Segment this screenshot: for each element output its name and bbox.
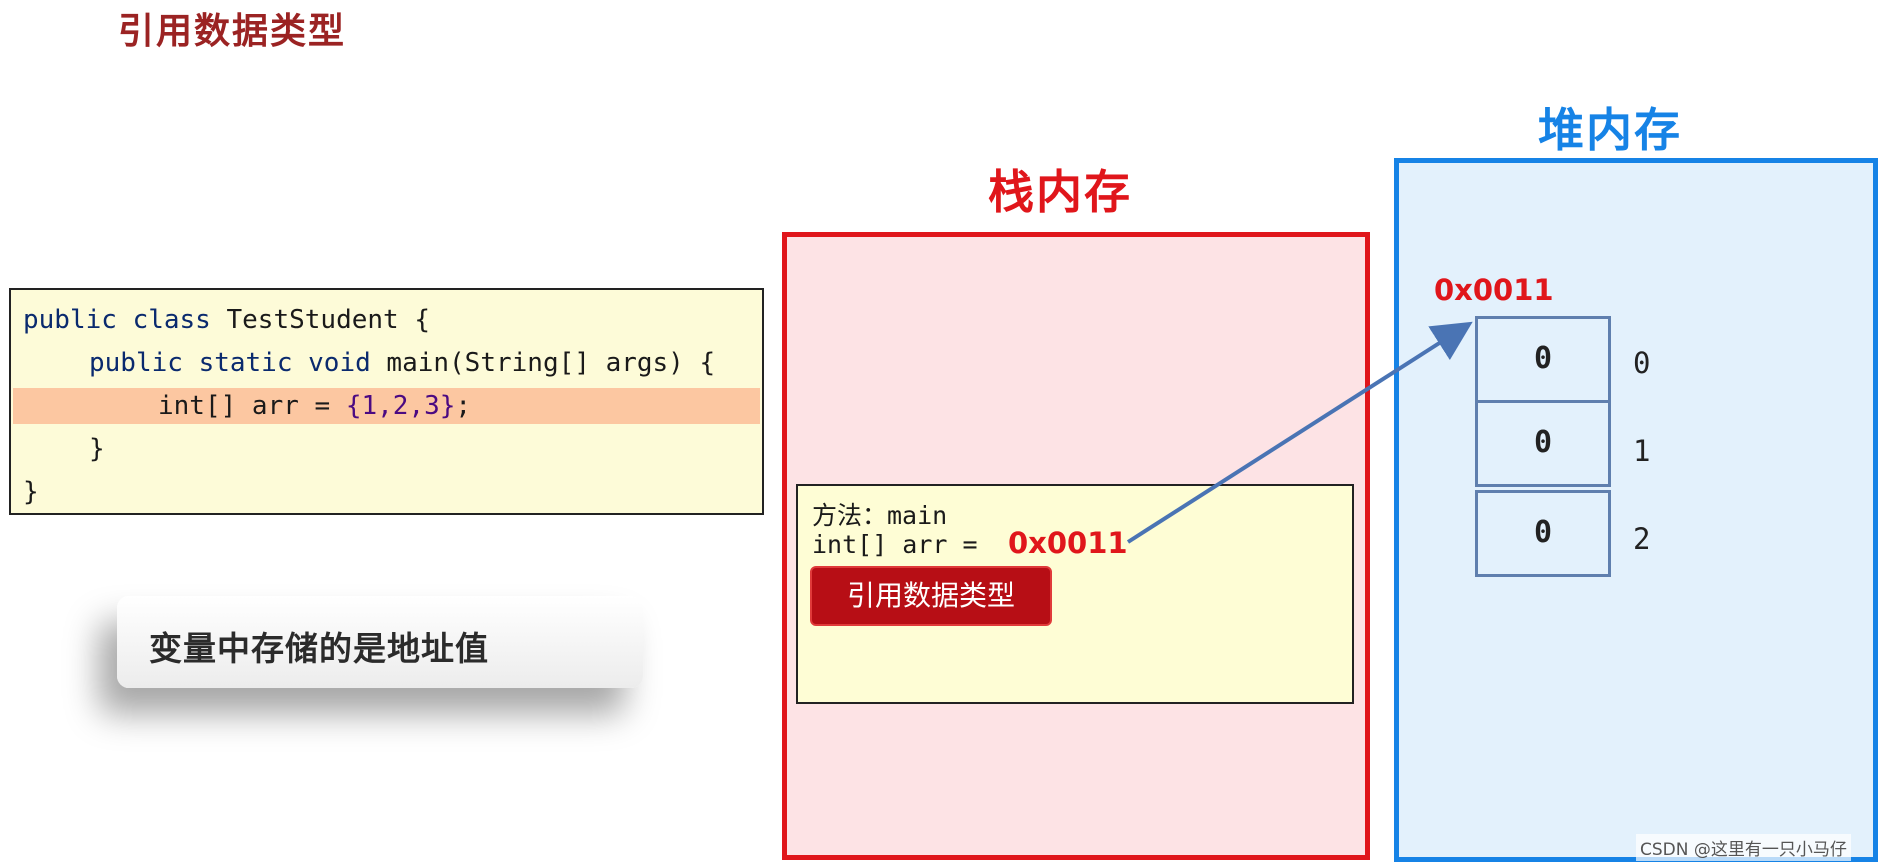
note-card: 变量中存储的是地址值	[117, 596, 643, 688]
code-line-class: public class TestStudent {	[23, 302, 430, 338]
page-title: 引用数据类型	[118, 11, 347, 52]
heap-memory-box	[1394, 158, 1878, 862]
frame-var-line: int[] arr =	[812, 530, 978, 559]
code-text: TestStudent {	[210, 305, 430, 335]
code-line-array-highlighted: int[] arr = {1,2,3};	[13, 388, 760, 424]
code-text: int[] arr =	[158, 391, 346, 421]
stack-memory-title: 栈内存	[988, 165, 1132, 219]
code-line-close-method: }	[89, 434, 105, 464]
array-index-0: 0	[1633, 346, 1651, 380]
array-cell-1: 0	[1475, 400, 1611, 487]
code-text: main(String[] args) {	[370, 348, 716, 378]
array-cell-2: 0	[1475, 490, 1611, 577]
reference-type-badge: 引用数据类型	[810, 566, 1052, 626]
code-panel: public class TestStudent { public static…	[9, 288, 764, 515]
watermark: CSDN @这里有一只小马仔	[1636, 834, 1851, 861]
code-keyword: public class	[23, 305, 211, 335]
code-line-main: public static void main(String[] args) {	[89, 345, 715, 381]
heap-address-label: 0x0011	[1434, 273, 1554, 307]
code-array-literal: {1,2,3}	[345, 391, 456, 421]
note-text: 变量中存储的是地址值	[149, 629, 489, 668]
array-index-2: 2	[1633, 522, 1651, 556]
code-text: ;	[455, 391, 472, 421]
heap-memory-title: 堆内存	[1538, 103, 1682, 157]
array-index-1: 1	[1633, 434, 1651, 468]
frame-address-value: 0x0011	[1008, 526, 1128, 560]
frame-method-line: 方法：main	[812, 501, 948, 530]
code-line-close-class: }	[23, 477, 39, 507]
code-keyword: public static void	[89, 348, 371, 378]
reference-arrow-line	[1126, 321, 1473, 544]
